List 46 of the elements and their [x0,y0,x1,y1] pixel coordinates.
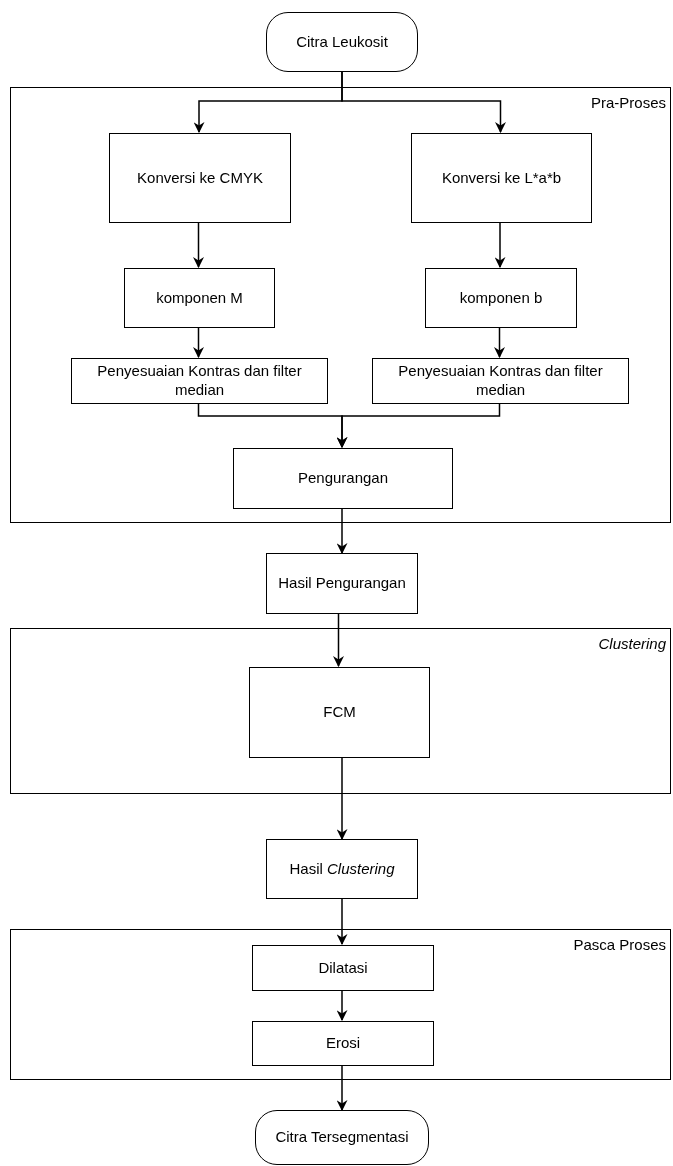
process-group [10,929,671,1080]
process-box [233,448,453,509]
arrow [494,221,506,269]
node-label: komponen M [155,288,244,308]
node-label: Pengurangan [296,469,390,488]
process-box [252,945,434,991]
process-box [71,358,328,404]
arrow [336,756,348,841]
process-box [372,358,629,404]
process-box [266,553,418,614]
process-box [109,133,291,223]
arrow [494,326,505,359]
arrow [336,898,348,946]
group-title: Clustering [598,635,666,652]
process-box [249,667,430,758]
node-label: Citra Leukosit [295,32,389,52]
group-title: Pasca Proses [573,936,666,953]
node-label: komponen b [458,288,544,308]
process-box [411,133,592,223]
node-label: Hasil Clustering [288,859,396,879]
group-title: Pra-Proses [590,94,666,111]
process-box [252,1021,434,1066]
end-terminal [255,1110,429,1165]
node-label: Penyesuaian Kontras dan filter median [397,362,604,400]
process-group [10,628,671,794]
arrow [193,326,204,359]
node-label: Konversi ke CMYK [136,168,264,188]
arrow [193,221,204,269]
process-box [266,839,418,899]
arrow [336,402,501,449]
node-label: Dilatasi [317,958,369,978]
node-label: Hasil Pengurangan [277,574,407,593]
arrow [341,71,506,134]
process-box [124,268,275,328]
node-label: FCM [322,703,357,722]
arrow [336,1064,348,1112]
process-box [425,268,577,328]
arrow [336,507,348,555]
arrow [336,989,348,1022]
node-label: Konversi ke L*a*b [440,168,563,188]
node-label: Penyesuaian Kontras dan filter median [96,362,303,400]
start-terminal [266,12,418,72]
arrow [333,613,344,668]
node-label: Citra Tersegmentasi [274,1128,410,1147]
node-label: Erosi [324,1034,362,1053]
process-group [10,87,671,523]
